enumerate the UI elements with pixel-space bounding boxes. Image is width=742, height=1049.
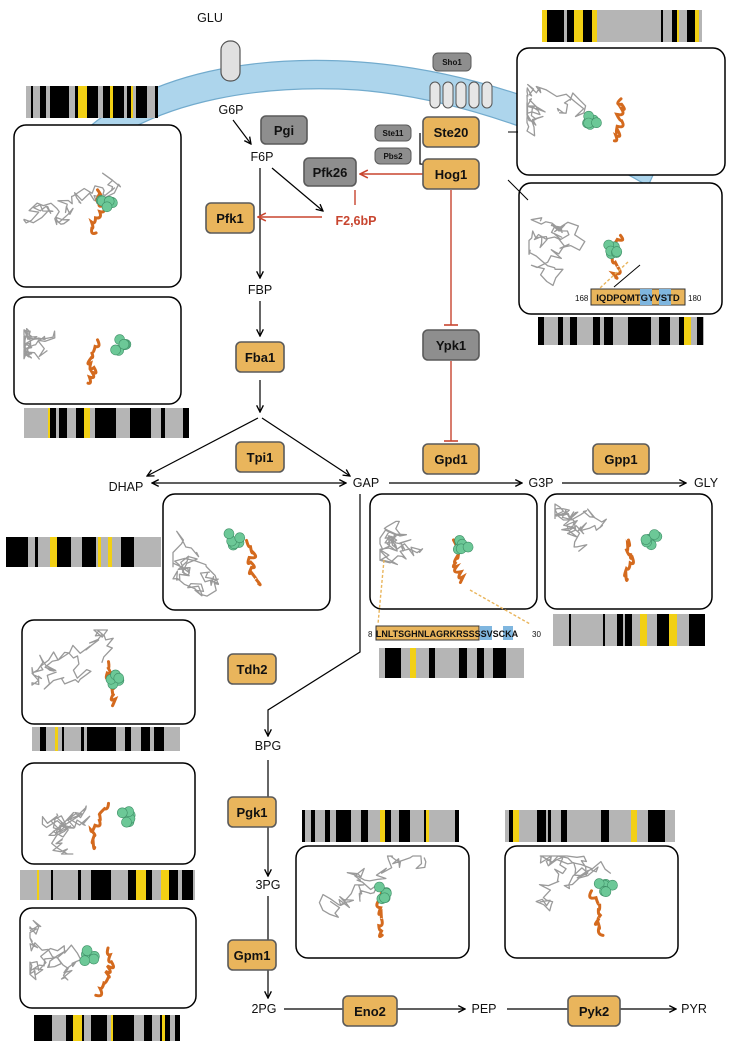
gpp1-structure bbox=[544, 493, 713, 610]
enzyme-fba1: Fba1 bbox=[235, 341, 285, 373]
enzyme-label-gpp1: Gpp1 bbox=[604, 452, 637, 467]
enzyme-gpm1: Gpm1 bbox=[227, 939, 277, 971]
ste20-barcode bbox=[542, 10, 702, 42]
hog1-sequence: 168 IQDPQMTGYVSTD 180 bbox=[575, 288, 702, 306]
sho1-membrane-protein-icon bbox=[429, 81, 493, 109]
transporter-barcode bbox=[26, 86, 158, 118]
enzyme-pbs2: Pbs2 bbox=[374, 147, 412, 165]
metabolite-g3p: G3P bbox=[528, 476, 553, 490]
metabolite-3pg: 3PG bbox=[255, 878, 280, 892]
svg-text:8: 8 bbox=[368, 630, 373, 639]
metabolite-pep: PEP bbox=[471, 1002, 496, 1016]
eno2-barcode bbox=[302, 810, 459, 842]
arrow-g6p-f6p bbox=[232, 119, 251, 144]
enzyme-pyk2: Pyk2 bbox=[567, 995, 621, 1027]
enzyme-label-hog1: Hog1 bbox=[435, 167, 468, 182]
enzyme-tpi1: Tpi1 bbox=[235, 441, 285, 473]
metabolite-f26bp: F2,6bP bbox=[336, 214, 377, 228]
enzyme-label-eno2: Eno2 bbox=[354, 1004, 386, 1019]
arrow-gap-bpg bbox=[268, 494, 361, 736]
enzyme-label-sho1: Sho1 bbox=[442, 58, 462, 67]
enzyme-ypk1: Ypk1 bbox=[422, 329, 480, 361]
enzyme-label-pbs2: Pbs2 bbox=[383, 152, 403, 161]
enzyme-sho1: Sho1 bbox=[432, 52, 472, 72]
metabolite-bpg: BPG bbox=[255, 739, 281, 753]
svg-text:LNLTSGHNLAGRKRSSSSVSCKA: LNLTSGHNLAGRKRSSSSVSCKA bbox=[376, 629, 519, 639]
metabolite-fbp: FBP bbox=[248, 283, 272, 297]
enzyme-label-tpi1: Tpi1 bbox=[247, 450, 274, 465]
enzyme-label-fba1: Fba1 bbox=[245, 350, 275, 365]
metabolite-2pg: 2PG bbox=[251, 1002, 276, 1016]
gpd1-sequence-leader bbox=[377, 559, 385, 625]
pgk1-structure bbox=[21, 762, 196, 865]
enzyme-pfk26: Pfk26 bbox=[303, 157, 357, 187]
svg-text:168: 168 bbox=[575, 294, 589, 303]
pfk1-barcode bbox=[24, 408, 189, 438]
metabolite-gly: GLY bbox=[694, 476, 719, 490]
enzyme-ste11: Ste11 bbox=[374, 124, 412, 142]
gpm1-structure bbox=[19, 907, 197, 1009]
enzyme-label-ste11: Ste11 bbox=[383, 129, 404, 138]
glucose-transporter-icon bbox=[220, 40, 241, 82]
enzyme-pfk1: Pfk1 bbox=[205, 202, 255, 234]
svg-text:30: 30 bbox=[532, 630, 541, 639]
arrow-to-gap bbox=[261, 417, 350, 476]
enzyme-label-pfk26: Pfk26 bbox=[313, 165, 348, 180]
metabolite-f6p: F6P bbox=[251, 150, 274, 164]
pyk2-structure bbox=[504, 845, 679, 959]
arrow-to-dhap bbox=[147, 417, 259, 476]
connector-line bbox=[507, 179, 529, 201]
gpm1-barcode bbox=[34, 1015, 180, 1041]
enzyme-label-gpm1: Gpm1 bbox=[234, 948, 271, 963]
enzyme-eno2: Eno2 bbox=[342, 995, 398, 1027]
enzyme-label-pfk1: Pfk1 bbox=[216, 211, 243, 226]
tdh2-barcode bbox=[32, 727, 180, 751]
enzyme-gpp1: Gpp1 bbox=[592, 443, 650, 475]
gpd1-structure bbox=[369, 493, 538, 610]
eno2-structure bbox=[295, 845, 470, 959]
svg-text:IQDPQMTGYVSTD: IQDPQMTGYVSTD bbox=[596, 293, 680, 304]
tpi1-structure bbox=[162, 493, 331, 611]
enzyme-gpd1: Gpd1 bbox=[422, 443, 480, 475]
gpd1-sequence-leader bbox=[469, 589, 531, 625]
tpi1-barcode bbox=[6, 537, 161, 567]
connector-line bbox=[613, 264, 641, 288]
metabolite-g6p: G6P bbox=[218, 103, 243, 117]
enzyme-label-pgk1: Pgk1 bbox=[236, 805, 267, 820]
hog1-structure bbox=[518, 182, 723, 315]
svg-text:180: 180 bbox=[688, 294, 702, 303]
tdh2-structure bbox=[21, 619, 196, 725]
hog1-barcode bbox=[538, 317, 704, 345]
metabolite-gap: GAP bbox=[353, 476, 379, 490]
enzyme-ste20: Ste20 bbox=[422, 116, 480, 148]
pfk1-structure bbox=[13, 296, 182, 405]
gpd1-sequence: 8 LNLTSGHNLAGRKRSSSSVSCKA 30 bbox=[368, 625, 541, 641]
enzyme-label-pgi: Pgi bbox=[274, 123, 294, 138]
enzyme-label-gpd1: Gpd1 bbox=[434, 452, 467, 467]
gpp1-barcode bbox=[553, 614, 705, 646]
arrow-f6p-f26bp bbox=[271, 167, 323, 211]
metabolite-pyr: PYR bbox=[681, 1002, 707, 1016]
metabolite-glu: GLU bbox=[197, 11, 223, 25]
enzyme-label-ste20: Ste20 bbox=[434, 125, 469, 140]
pyk2-barcode bbox=[505, 810, 675, 842]
gpd1-barcode bbox=[379, 648, 524, 678]
enzyme-label-tdh2: Tdh2 bbox=[236, 662, 267, 677]
hog1-sequence-leader bbox=[599, 261, 629, 289]
enzyme-label-ypk1: Ypk1 bbox=[436, 338, 466, 353]
enzyme-pgk1: Pgk1 bbox=[227, 796, 277, 828]
enzyme-pgi: Pgi bbox=[260, 115, 308, 145]
fba1-transporter-structure bbox=[13, 124, 182, 288]
pgk1-barcode bbox=[20, 870, 195, 900]
enzyme-tdh2: Tdh2 bbox=[227, 653, 277, 685]
ste20-structure bbox=[516, 47, 726, 176]
enzyme-label-pyk2: Pyk2 bbox=[579, 1004, 609, 1019]
metabolite-dhap: DHAP bbox=[109, 480, 144, 494]
enzyme-hog1: Hog1 bbox=[422, 158, 480, 190]
